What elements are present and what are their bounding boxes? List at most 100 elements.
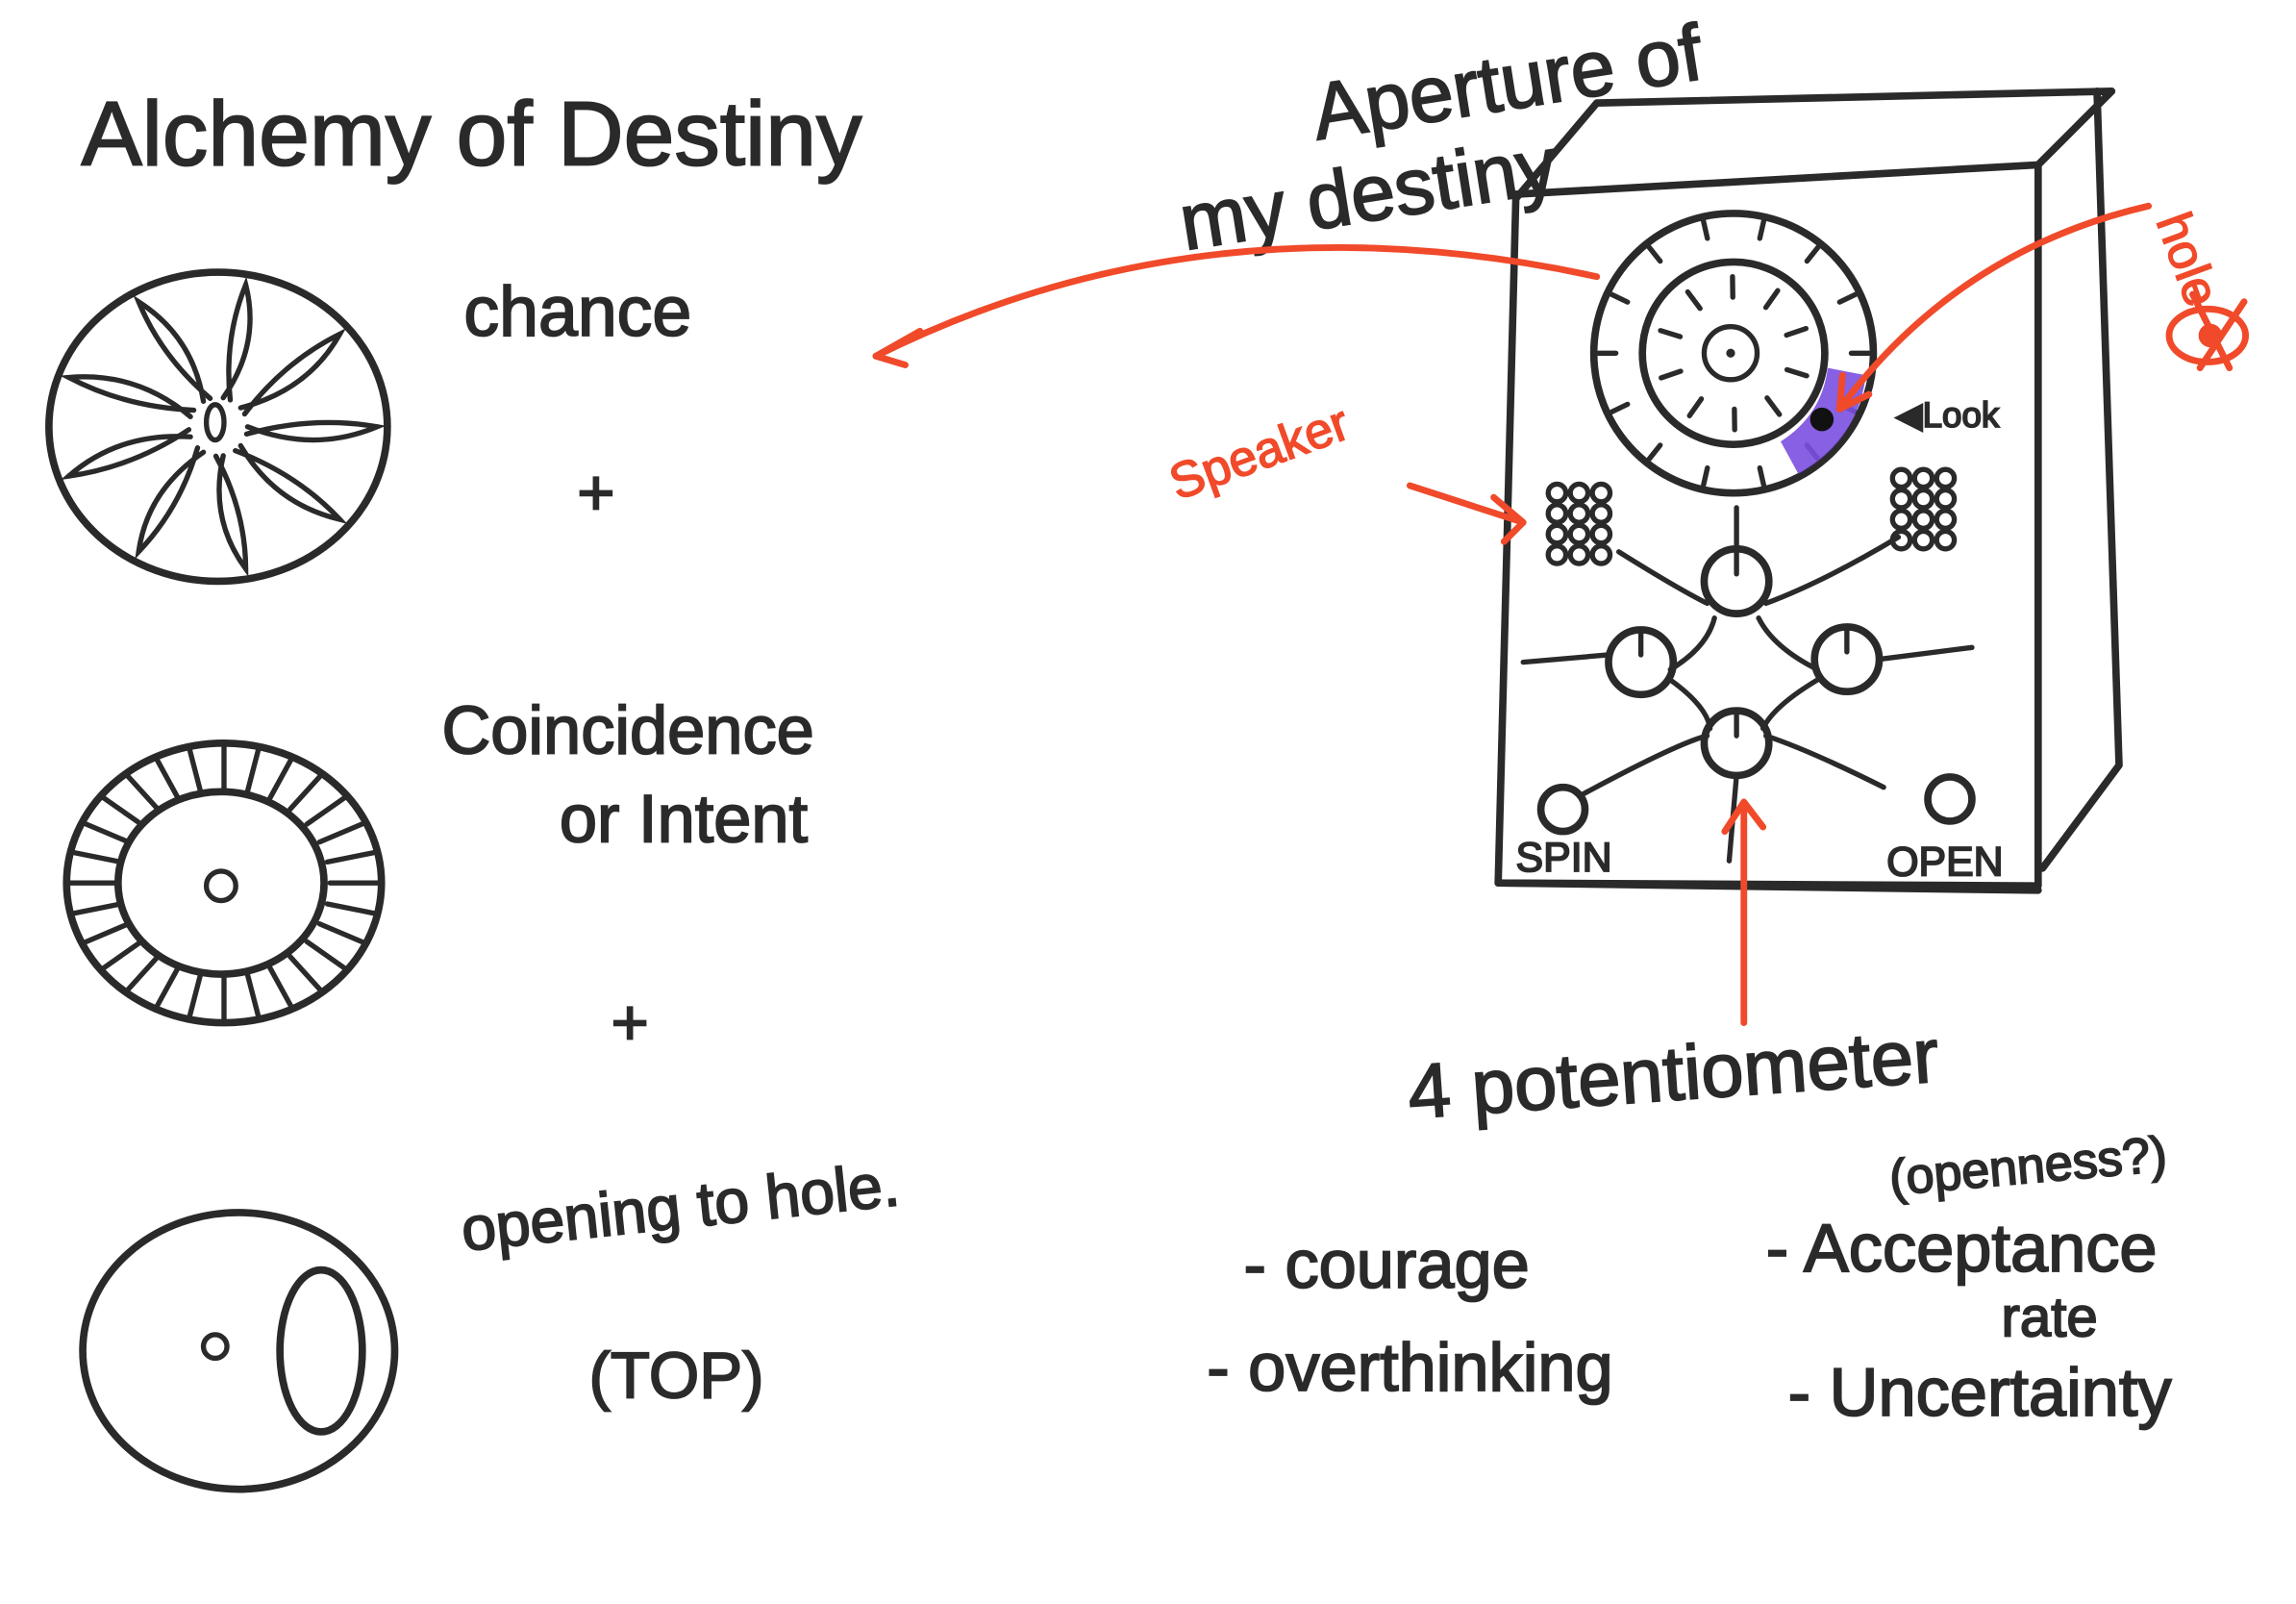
petal	[135, 444, 207, 560]
dial-tick	[1658, 328, 1684, 339]
note-acceptance: - Acceptance	[1766, 1210, 2158, 1286]
ring-tick	[304, 939, 348, 971]
open-label: OPEN	[1886, 840, 2003, 886]
ring-tick	[324, 901, 378, 916]
open-button[interactable]	[1924, 773, 1976, 825]
dial-tick	[1609, 291, 1631, 305]
spin-button[interactable]	[1536, 783, 1589, 836]
eye-icon	[2165, 290, 2250, 372]
note-overthinking: - overthinking	[1207, 1329, 1612, 1405]
petal	[233, 442, 348, 524]
petal	[212, 453, 249, 577]
dial-tick	[1646, 442, 1663, 463]
speaker-hole	[1567, 481, 1591, 505]
speaker-hole	[1545, 481, 1569, 505]
destiny-dial[interactable]	[1589, 210, 1878, 497]
dial-tick	[1762, 288, 1781, 311]
ring-tick	[100, 794, 144, 827]
dial-tick	[1784, 325, 1809, 338]
coincidence-wheel-icon	[62, 739, 386, 1027]
note-rate: rate	[2002, 1286, 2098, 1348]
arrow-hole	[1835, 202, 2153, 413]
speaker-hole	[1934, 487, 1958, 511]
ring-tick	[267, 965, 294, 1010]
ring-tick	[287, 954, 323, 993]
ring-tick	[304, 794, 348, 827]
ring-tick	[187, 971, 204, 1019]
speaker-hole	[1911, 487, 1935, 511]
potentiometer-knob-acceptance[interactable]	[1810, 623, 1884, 696]
dial-tick	[1701, 218, 1710, 241]
petal	[61, 427, 193, 480]
ring-tick	[100, 939, 144, 971]
speaker-hole	[1911, 508, 1935, 532]
dial-tick	[1836, 291, 1859, 305]
dial-tick	[1784, 366, 1809, 379]
spin-label: SPIN	[1516, 835, 1612, 881]
hole-dot	[1809, 407, 1834, 432]
petal	[60, 374, 197, 419]
dial-tick	[1757, 218, 1767, 241]
dial-tick	[1609, 401, 1631, 415]
notes-heading: 4 potentiometer	[1405, 1013, 1941, 1135]
dial-tick	[1757, 464, 1767, 489]
label-or-intent: or Intent	[560, 780, 809, 856]
dial-tick	[1659, 368, 1684, 381]
ring-tick	[125, 954, 161, 993]
speaker-hole	[1545, 543, 1569, 566]
potentiometer-knob-overthinking[interactable]	[1605, 626, 1678, 699]
speaker-hole	[1589, 522, 1613, 546]
speaker-label: Speaker	[1162, 395, 1357, 512]
label-opening-to-hole: opening to hole.	[458, 1149, 902, 1264]
ring-tick	[267, 757, 294, 801]
speaker-hole	[1589, 502, 1613, 525]
speaker-hole	[1911, 466, 1935, 490]
dial-tick	[1804, 244, 1821, 264]
arrow-speaker	[1406, 482, 1527, 545]
ring-tick	[154, 757, 181, 801]
speaker-hole	[1889, 508, 1913, 532]
label-coincidence: Coincidence	[441, 692, 813, 768]
speaker-hole	[1934, 466, 1958, 490]
ring-tick	[70, 849, 124, 865]
ring-tick	[70, 901, 124, 916]
dial-tick	[1701, 464, 1710, 489]
potentiometer-knob-courage[interactable]	[1700, 544, 1773, 617]
petal	[220, 276, 253, 403]
petal	[237, 328, 347, 417]
speaker-hole	[1567, 543, 1591, 566]
speaker-hole	[1589, 543, 1613, 566]
dial-tick	[1764, 395, 1783, 417]
ring-tick	[244, 746, 262, 794]
ring-tick	[287, 773, 323, 813]
note-uncertainty: - Uncertainty	[1788, 1354, 2173, 1430]
dial-tick	[1685, 288, 1703, 312]
speaker-hole	[1545, 522, 1569, 546]
chance-wheel-icon	[45, 268, 391, 586]
speaker-right-icon	[1889, 466, 1958, 552]
hole-label: hole	[2145, 206, 2230, 313]
speaker-hole	[1889, 487, 1913, 511]
ring-tick	[316, 820, 366, 845]
arrow-dial-to-chance	[872, 243, 1601, 368]
ring-tick	[316, 920, 366, 945]
arrow-potentiometer	[1721, 798, 1767, 1026]
ring-tick	[82, 920, 132, 945]
plus-sign-2: +	[611, 987, 648, 1059]
ring-tick	[154, 965, 181, 1010]
speaker-hole	[1589, 481, 1613, 505]
speaker-hole	[1567, 522, 1591, 546]
ring-tick	[82, 820, 132, 845]
speaker-left-icon	[1545, 481, 1613, 566]
speaker-hole	[1545, 502, 1569, 525]
dial-tick	[1646, 244, 1663, 264]
device-box	[1494, 88, 2123, 894]
look-label: ◀Look	[1895, 395, 2000, 435]
ring-tick	[187, 746, 204, 794]
potentiometer-knob-uncertainty[interactable]	[1700, 707, 1773, 780]
dial-tick	[1686, 396, 1705, 418]
ring-tick	[244, 971, 262, 1019]
label-chance: chance	[463, 272, 691, 351]
ring-tick	[125, 773, 161, 813]
